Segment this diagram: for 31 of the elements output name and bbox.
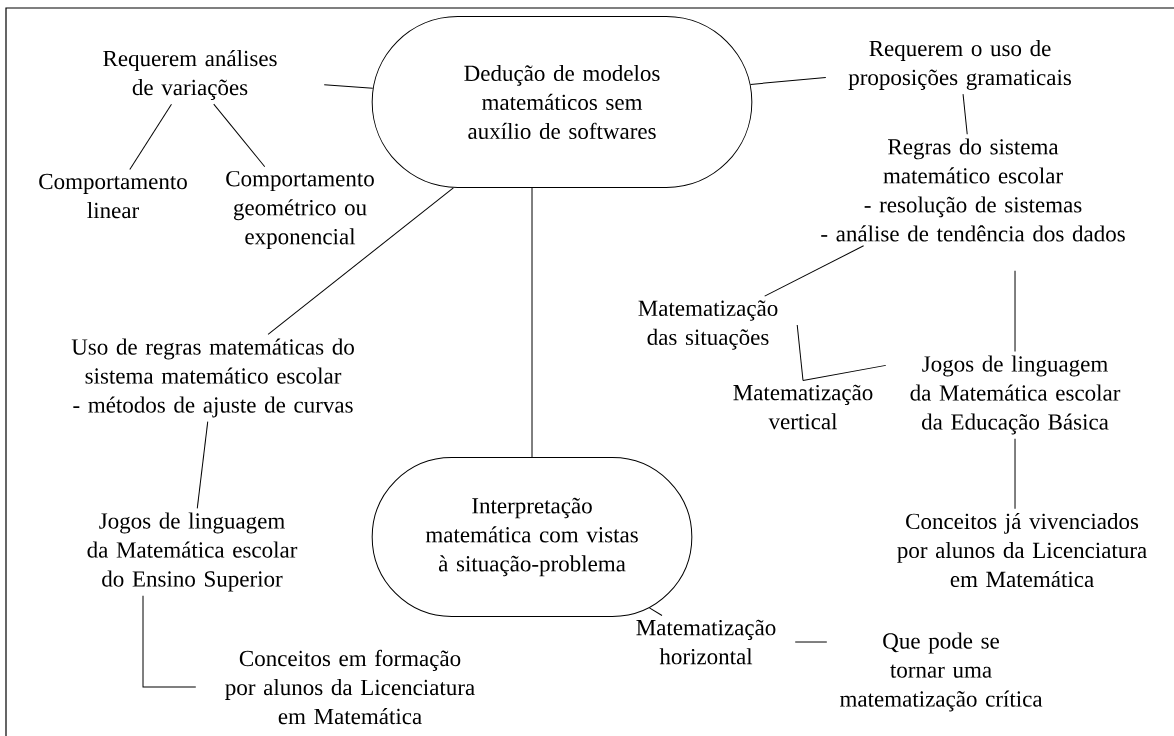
concept-text: Conceitos já vivenciados por alunos da Licenciatura em Matemática	[897, 512, 1147, 588]
connector-line	[802, 364, 887, 381]
concept-text: Matematização vertical	[733, 384, 873, 430]
connector-line	[323, 84, 374, 89]
connector-line	[796, 324, 804, 381]
concept-text: Comportamento geométrico ou exponencial	[226, 170, 374, 250]
connector-line	[648, 607, 663, 616]
connector-line	[213, 103, 266, 168]
concept-text: Requerem análises de variações	[103, 50, 277, 100]
connector-line	[750, 76, 827, 85]
connector-line	[794, 641, 828, 643]
connector-line	[267, 187, 454, 335]
concept-text: Regras do sistema matemático escolar - resolução de sistemas - análise de tendência dos dados	[821, 138, 1125, 242]
connector-line	[962, 93, 968, 135]
concept-text: Conceitos em formação por alunos da Licenciatura em Matemática	[225, 649, 475, 725]
connector-line	[531, 187, 533, 458]
connector-line	[1014, 438, 1016, 510]
connector-line	[1014, 270, 1016, 352]
concept-text: Comportamento linear	[39, 173, 187, 219]
concept-text: Requerem o uso de proposições gramaticais	[848, 40, 1071, 90]
rounded-box: Interpretação matemática com vistas à situação-problema	[371, 457, 693, 617]
connector-line	[764, 245, 865, 297]
concept-text: Jogos de linguagem da Matemática escolar da Educação Básica	[910, 355, 1121, 435]
connector-line	[196, 421, 209, 509]
concept-text: Matematização das situações	[638, 300, 778, 350]
concept-text: Que pode se tornar uma matematização crítica	[840, 632, 1043, 712]
concept-text: Uso de regras matemáticas do sistema matemático escolar - métodos de ajuste de curvas	[71, 338, 354, 418]
concept-text: Matematização horizontal	[636, 619, 776, 665]
connector-line	[142, 595, 197, 688]
concept-text: Jogos de linguagem da Matemática escolar do Ensino Superior	[87, 512, 298, 592]
connector-line	[129, 103, 172, 171]
